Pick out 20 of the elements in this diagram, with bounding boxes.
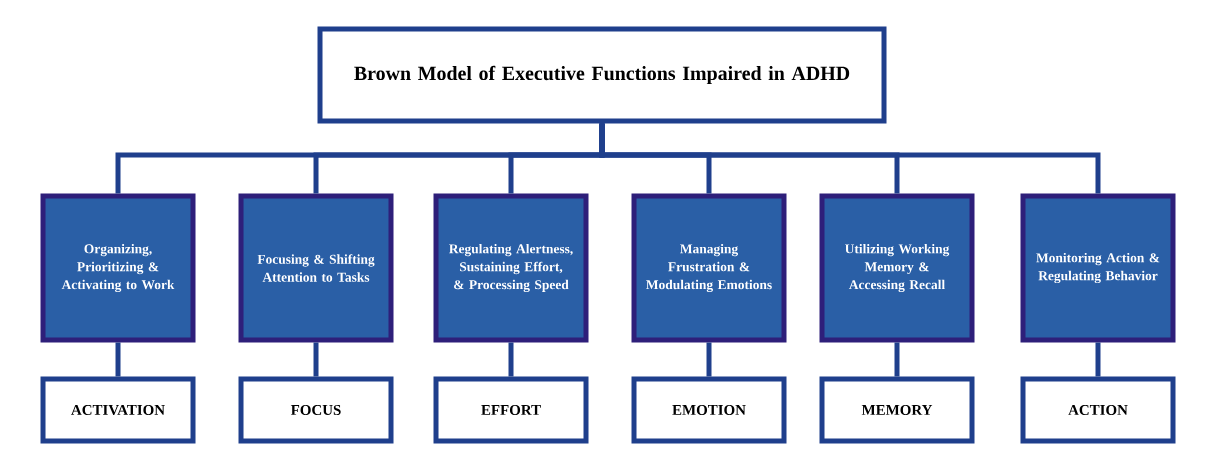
connector-line bbox=[115, 342, 121, 377]
function-box: Organizing, Prioritizing & Activating to Work bbox=[40, 193, 196, 343]
connector-line bbox=[894, 342, 900, 377]
category-box: EMOTION bbox=[631, 376, 787, 444]
connector-line bbox=[508, 342, 514, 377]
category-box: ACTIVATION bbox=[40, 376, 196, 444]
connector-line bbox=[1095, 342, 1101, 377]
category-box: MEMORY bbox=[819, 376, 975, 444]
category-box: EFFORT bbox=[433, 376, 589, 444]
function-box: Focusing & Shifting Attention to Tasks bbox=[238, 193, 394, 343]
function-box: Utilizing Working Memory & Accessing Recall bbox=[819, 193, 975, 343]
connector-line bbox=[706, 342, 712, 377]
function-box: Managing Frustration & Modulating Emotions bbox=[631, 193, 787, 343]
connector-line bbox=[313, 342, 319, 377]
category-box: ACTION bbox=[1020, 376, 1176, 444]
category-box: FOCUS bbox=[238, 376, 394, 444]
title-box: Brown Model of Executive Functions Impaired in ADHD bbox=[317, 26, 887, 124]
function-box: Monitoring Action & Regulating Behavior bbox=[1020, 193, 1176, 343]
connector-line bbox=[599, 123, 1101, 194]
function-box: Regulating Alertness, Sustaining Effort, & Processing Speed bbox=[433, 193, 589, 343]
